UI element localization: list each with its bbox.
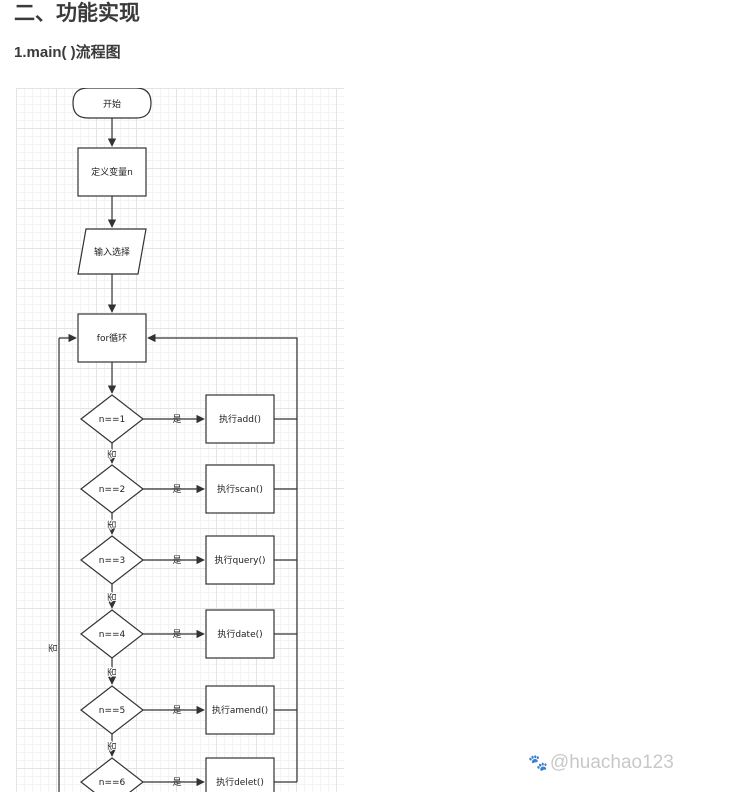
action-box: [205, 757, 275, 792]
for-loop-label: for循环: [97, 332, 127, 344]
start-terminal: [72, 88, 152, 119]
subsection-title: 1.main( )流程图: [14, 44, 121, 61]
yes-label: 是: [172, 777, 181, 788]
define-variable-label: 定义变量n: [91, 166, 133, 178]
start-label: 开始: [103, 98, 121, 110]
action-box: [205, 464, 275, 514]
no-label: 否: [107, 449, 118, 458]
action-box: [205, 535, 275, 585]
condition-label: n==4: [99, 630, 126, 640]
condition-label: n==5: [99, 706, 126, 716]
condition-label: n==6: [99, 778, 126, 788]
yes-label: 是: [172, 555, 181, 566]
condition-label: n==3: [99, 556, 126, 566]
yes-label: 是: [172, 705, 181, 716]
left-no-label: 否: [48, 643, 59, 652]
watermark-text: @huachao123: [549, 752, 674, 773]
condition-label: n==1: [99, 415, 126, 425]
no-label: 否: [107, 592, 118, 601]
action-label: 执行add(): [219, 413, 261, 425]
yes-label: 是: [172, 629, 181, 640]
condition-label: n==2: [99, 485, 126, 495]
no-label: 否: [107, 667, 118, 676]
input-choice-box: [77, 228, 147, 275]
action-label: 执行date(): [217, 628, 262, 640]
input-choice-label: 输入选择: [94, 246, 130, 258]
paw-icon: 🐾: [528, 755, 548, 772]
action-box: [205, 394, 275, 444]
action-label: 执行query(): [214, 554, 265, 566]
yes-label: 是: [172, 484, 181, 495]
watermark: 🐾 @huachao123: [528, 752, 674, 774]
no-label: 否: [107, 520, 118, 529]
yes-label: 是: [172, 414, 181, 425]
action-label: 执行amend(): [212, 704, 268, 716]
action-label: 执行delet(): [216, 776, 264, 788]
for-loop-box: [77, 313, 147, 363]
action-box: [205, 609, 275, 659]
condition-diamond: [80, 757, 144, 792]
define-variable-box: [77, 147, 147, 197]
action-box: [205, 685, 275, 735]
no-label: 否: [107, 741, 118, 750]
action-label: 执行scan(): [217, 483, 263, 495]
section-title: 二、功能实现: [14, 2, 140, 25]
